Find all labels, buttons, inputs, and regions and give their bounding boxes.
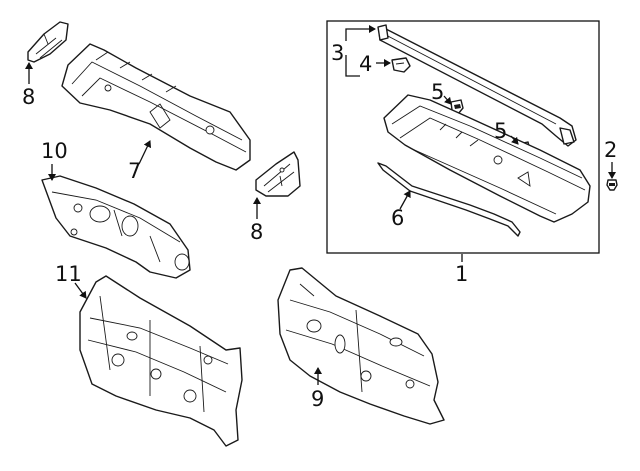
callout-5-b: 5 [494, 119, 507, 143]
callout-3: 3 [331, 41, 344, 65]
callout-11: 11 [55, 262, 82, 286]
part-5-clip-a[interactable] [450, 99, 464, 115]
part-11-dash-panel[interactable] [79, 275, 243, 447]
part-2-bolt[interactable] [606, 179, 618, 191]
callout-10: 10 [41, 139, 68, 163]
part-10-dash-insulator[interactable] [41, 175, 191, 279]
assembly-box [326, 20, 600, 254]
callout-9: 9 [311, 387, 324, 411]
callout-8-a: 8 [22, 85, 35, 109]
callout-4: 4 [359, 52, 372, 76]
part-9-insulator[interactable] [277, 267, 445, 425]
callout-2: 2 [604, 138, 617, 162]
callout-5-a: 5 [431, 80, 444, 104]
part-8-bracket-right[interactable] [255, 151, 301, 197]
callout-labels: 1 2 3 4 5 5 6 7 8 8 9 10 11 [22, 41, 617, 411]
callout-8-b: 8 [250, 220, 263, 244]
part-4-clip[interactable] [391, 57, 411, 73]
callout-6: 6 [391, 206, 404, 230]
part-6-tube[interactable] [377, 162, 521, 237]
callout-1: 1 [455, 262, 468, 286]
leader-lines [25, 25, 616, 385]
part-3-seal-strip[interactable] [377, 24, 577, 147]
part-8-bracket-left[interactable] [27, 21, 69, 63]
callout-7: 7 [128, 159, 141, 183]
part-7-cowl-panel[interactable] [61, 43, 251, 171]
cowl-top-panel[interactable] [383, 94, 591, 223]
